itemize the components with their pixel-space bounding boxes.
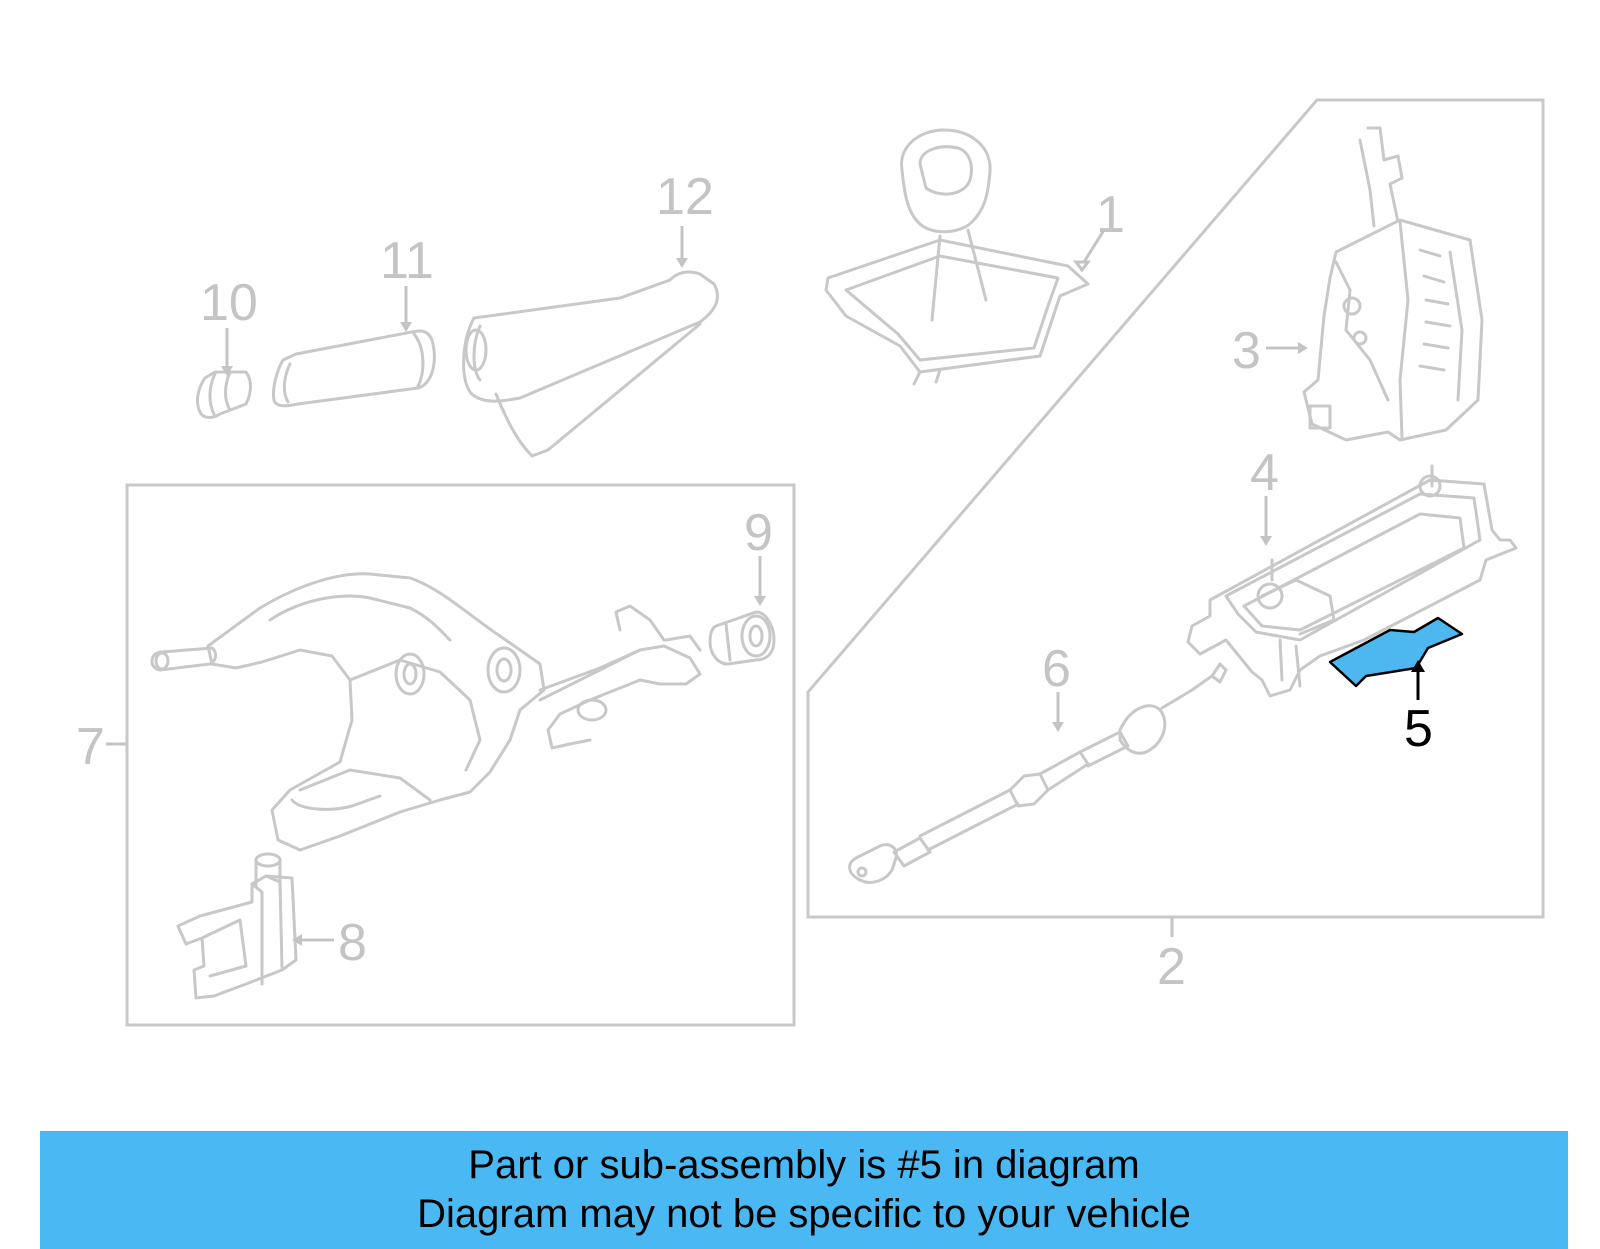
info-banner: Part or sub-assembly is #5 in diagram Di… bbox=[40, 1131, 1568, 1249]
callout-10: 10 bbox=[200, 274, 258, 332]
callout-9: 9 bbox=[744, 504, 773, 562]
part-3-shifter-mechanism bbox=[1302, 126, 1484, 442]
callout-4: 4 bbox=[1250, 444, 1279, 502]
part-5-highlighted-plate bbox=[1328, 616, 1464, 688]
part-6-shift-cable bbox=[848, 662, 1228, 884]
part-11-grip bbox=[272, 329, 436, 408]
assembly-box-2 bbox=[806, 98, 1545, 919]
callout-8: 8 bbox=[338, 914, 367, 972]
callout-5: 5 bbox=[1404, 700, 1433, 758]
callout-1: 1 bbox=[1096, 186, 1125, 244]
leader-lines bbox=[106, 226, 1425, 946]
callout-7: 7 bbox=[76, 718, 105, 776]
part-8-bracket bbox=[176, 852, 298, 1000]
part-9-bushing bbox=[708, 610, 776, 666]
callout-6: 6 bbox=[1042, 640, 1071, 698]
part-7-brake-lever bbox=[150, 572, 702, 852]
part-12-boot bbox=[462, 270, 719, 458]
callout-2: 2 bbox=[1157, 938, 1186, 996]
callout-3: 3 bbox=[1232, 322, 1261, 380]
assembly-box-7 bbox=[125, 483, 796, 1027]
part-1-shift-boot bbox=[824, 128, 1090, 386]
part-4-console-housing bbox=[1186, 464, 1518, 698]
banner-line-2: Diagram may not be specific to your vehi… bbox=[417, 1192, 1191, 1236]
callout-11: 11 bbox=[380, 232, 434, 290]
callout-12: 12 bbox=[656, 168, 714, 226]
banner-line-1: Part or sub-assembly is #5 in diagram bbox=[468, 1143, 1140, 1187]
part-10-cap bbox=[196, 370, 252, 419]
